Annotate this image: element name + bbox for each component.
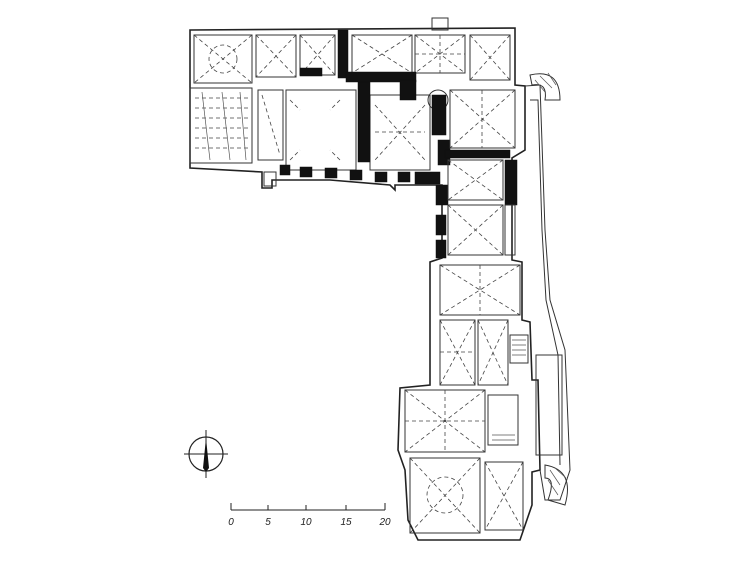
scale-tick-15: 15 (340, 517, 352, 528)
scale-tick-10: 10 (300, 517, 312, 528)
west-rooms (189, 87, 284, 187)
north-wing-rooms (193, 17, 511, 84)
east-wing-rooms (439, 89, 529, 386)
north-arrow-icon (184, 430, 228, 478)
building-outline (189, 27, 571, 541)
black-walls (279, 29, 518, 259)
scale-tick-0: 0 (228, 517, 234, 528)
scale-tick-5: 5 (265, 517, 271, 528)
towers (529, 72, 568, 506)
south-block (404, 354, 563, 534)
scale-bar: 0 5 10 15 20 (228, 503, 391, 528)
scale-tick-20: 20 (378, 517, 391, 528)
